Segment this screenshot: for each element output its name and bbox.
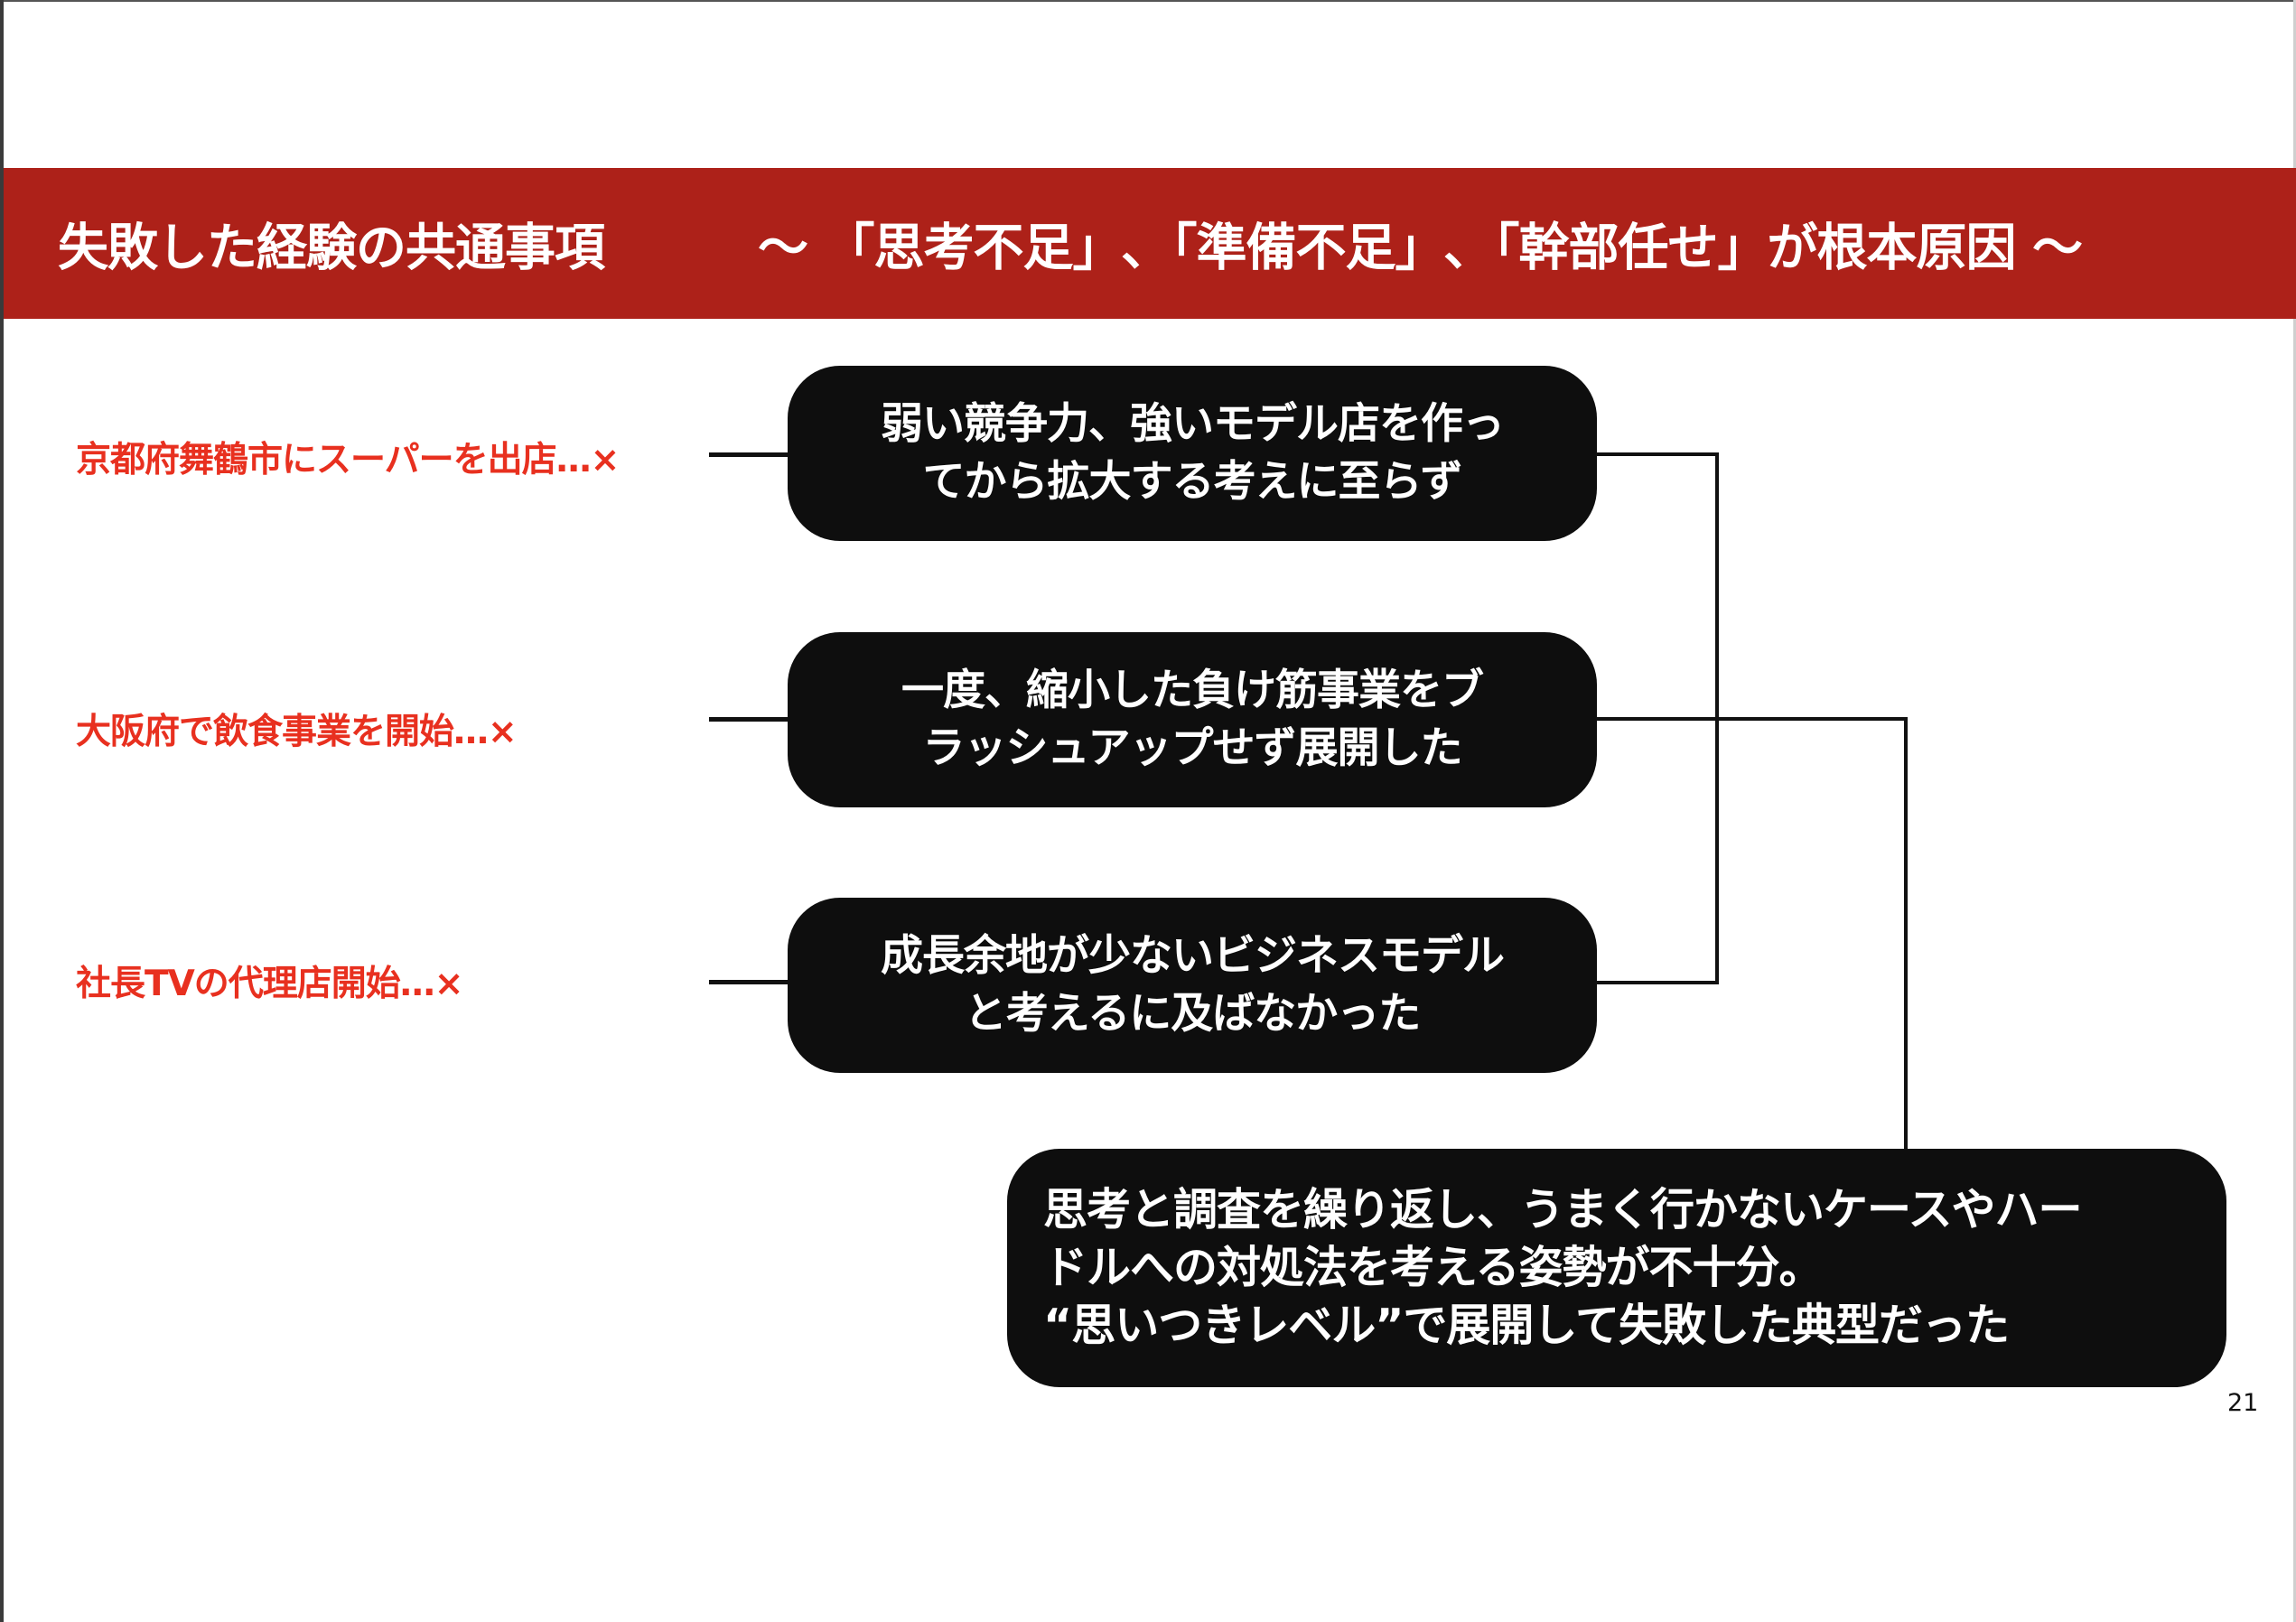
cause-box-3: 成長余地が少ないビジネスモデル と考えるに及ばなかった xyxy=(788,898,1597,1073)
connector-line xyxy=(709,717,789,722)
cause-text: 弱い競争力、強いモデル店を作っ てから拡大する考えに至らず xyxy=(881,399,1505,507)
cause-box-2: 一度、縮小した負け筋事業をブ ラッシュアップせず展開した xyxy=(788,632,1597,807)
cause-text: 一度、縮小した負け筋事業をブ ラッシュアップせず展開した xyxy=(901,666,1484,773)
cause-text: 成長余地が少ないビジネスモデル と考えるに及ばなかった xyxy=(881,931,1505,1039)
case-label-1: 京都府舞鶴市にスーパーを出店…× xyxy=(76,440,620,480)
bracket-line xyxy=(1596,452,1719,456)
slide-top-border xyxy=(0,0,2296,2)
case-label-2: 大阪府で飲食事業を開始…× xyxy=(76,712,518,752)
bracket-line xyxy=(1596,981,1719,984)
slide-subtitle: ～ 「思考不足」､「準備不足」､「幹部任せ」が根本原因 ～ xyxy=(758,219,2083,277)
bracket-line xyxy=(1904,717,1908,1151)
connector-line xyxy=(709,980,789,984)
connector-line xyxy=(709,452,789,457)
slide-right-border xyxy=(2293,0,2296,1622)
page-number: 21 xyxy=(2227,1389,2259,1417)
bracket-line xyxy=(1596,717,1908,721)
cause-box-1: 弱い競争力、強いモデル店を作っ てから拡大する考えに至らず xyxy=(788,366,1597,541)
slide-title: 失敗した経験の共通事項 xyxy=(58,219,605,277)
conclusion-box: 思考と調査を繰り返し、うまく行かないケースやハー ドルへの対処法を考える姿勢が不… xyxy=(1007,1149,2226,1387)
conclusion-text: 思考と調査を繰り返し、うまく行かないケースやハー ドルへの対処法を考える姿勢が不… xyxy=(1043,1184,2083,1351)
slide-left-border xyxy=(0,0,4,1622)
case-label-3: 社長TVの代理店開始…× xyxy=(76,964,463,1004)
title-banner: 失敗した経験の共通事項 ～ 「思考不足」､「準備不足」､「幹部任せ」が根本原因 … xyxy=(4,168,2296,319)
